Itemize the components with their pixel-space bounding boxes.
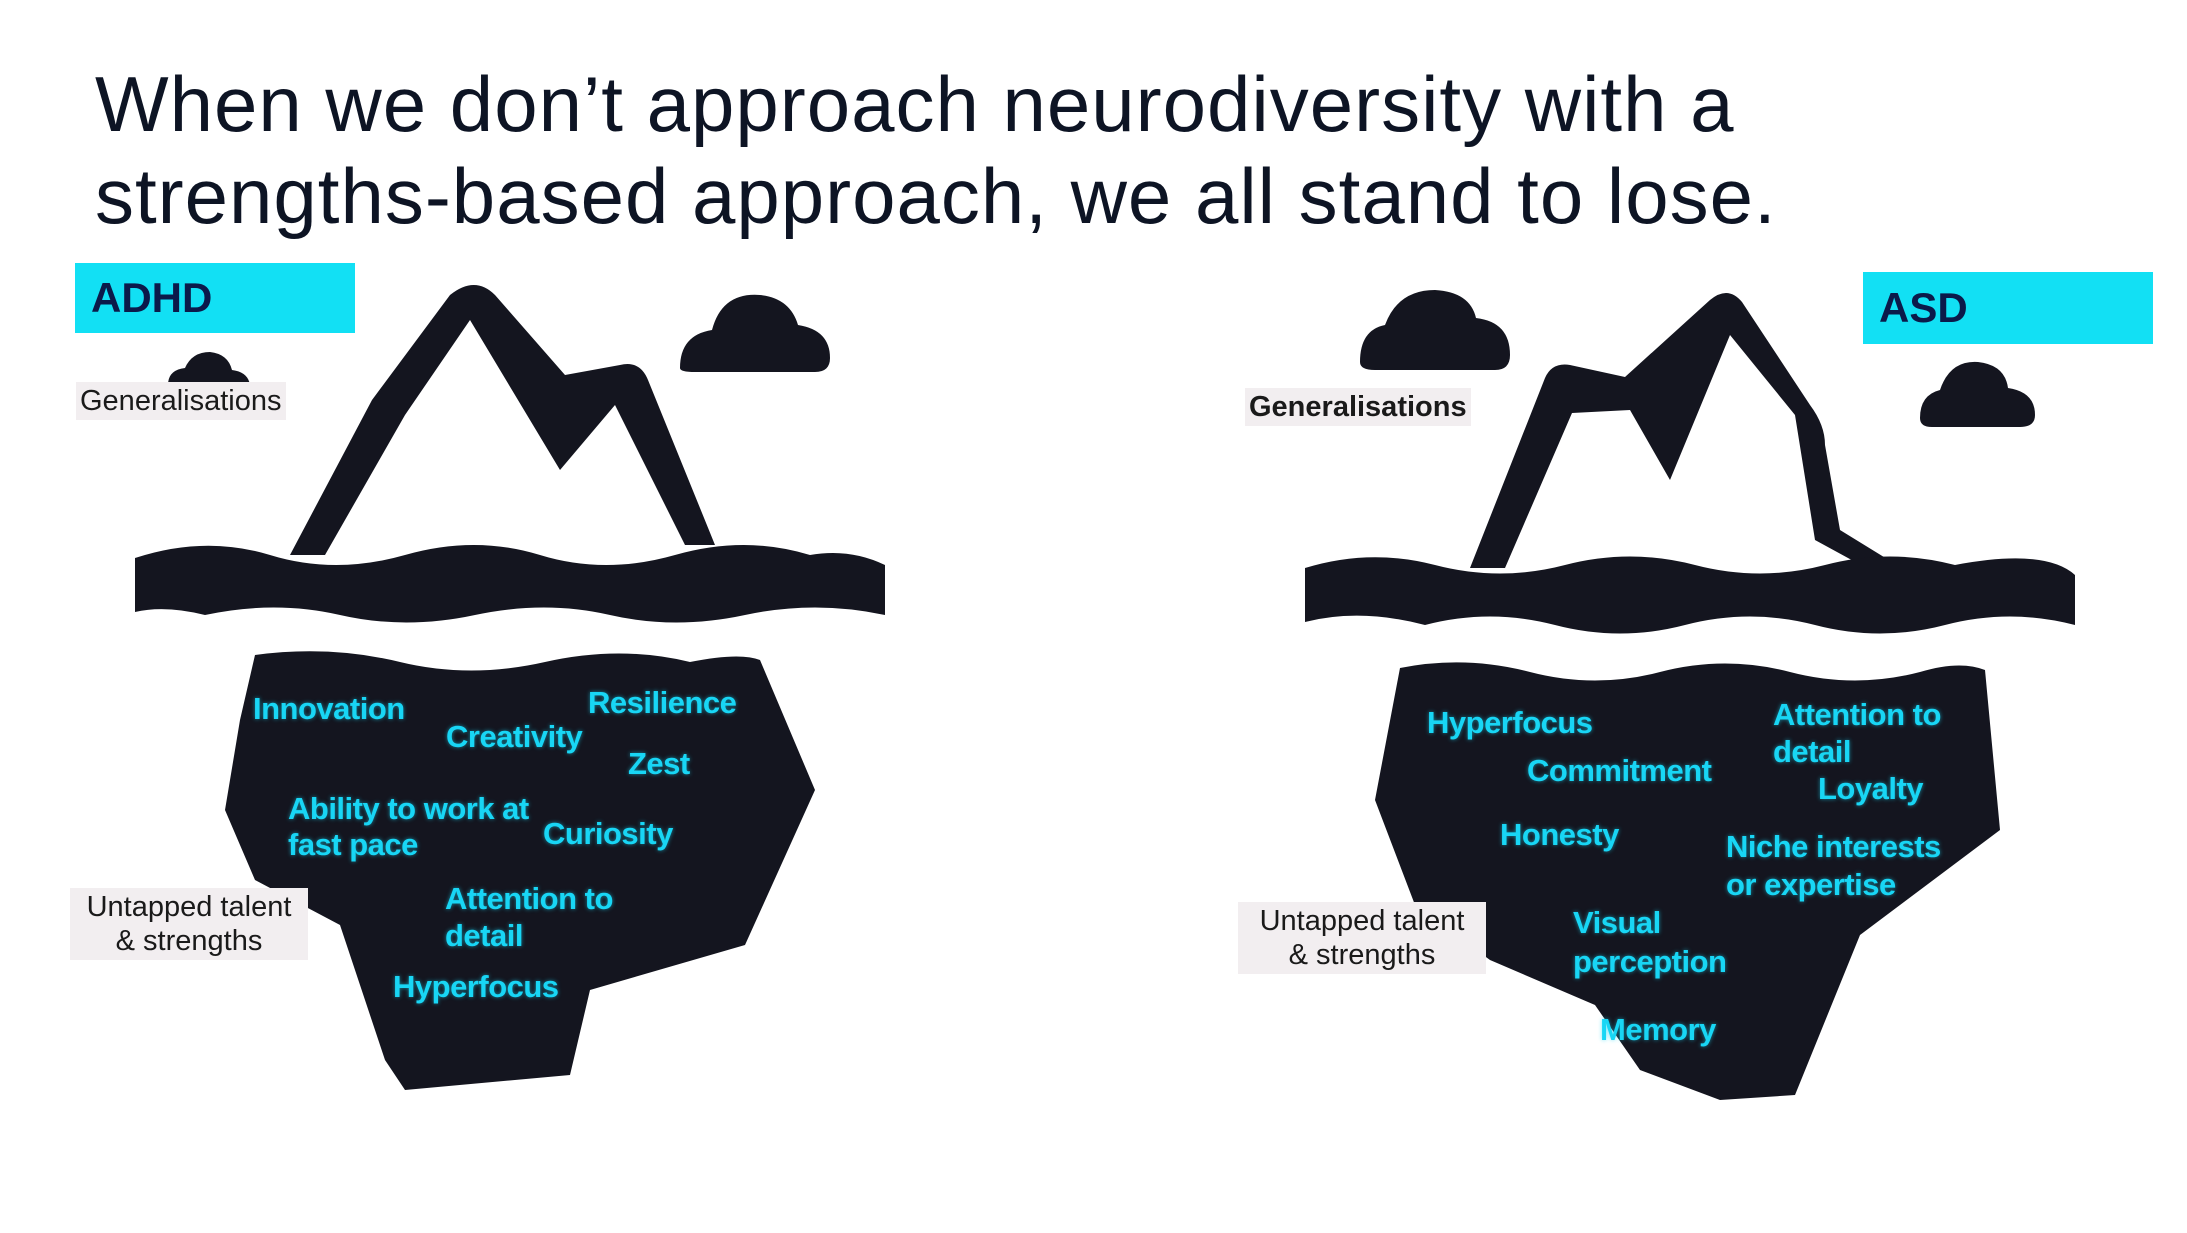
strength-honesty: Honesty bbox=[1500, 817, 1619, 852]
asd-iceberg-icon bbox=[1305, 292, 2075, 1100]
strength-zest: Zest bbox=[628, 746, 690, 781]
strength-ability-line-1: Ability to work at bbox=[288, 791, 529, 826]
strength-loyalty: Loyalty bbox=[1818, 771, 1924, 806]
untapped-line-2: & strengths bbox=[115, 925, 263, 957]
strength-commitment: Commitment bbox=[1527, 753, 1712, 788]
strength-visual-line-1: Visual bbox=[1573, 905, 1661, 940]
strength-visual-line-2: perception bbox=[1573, 944, 1727, 979]
strength-attention-line-2: detail bbox=[445, 918, 523, 953]
strength-resilience: Resilience bbox=[588, 685, 737, 720]
strength-attention-line-1: Attention to bbox=[445, 881, 613, 916]
strength-curiosity: Curiosity bbox=[543, 816, 673, 851]
asd-generalisations-label: Generalisations bbox=[1245, 388, 1471, 426]
strength-niche-line-2: or expertise bbox=[1726, 867, 1896, 902]
title-line-2: strengths-based approach, we all stand t… bbox=[95, 152, 1777, 240]
adhd-untapped-label: Untapped talent & strengths bbox=[70, 888, 308, 960]
strength-attention-line-2: detail bbox=[1773, 734, 1851, 769]
untapped-line-1: Untapped talent bbox=[1259, 905, 1465, 937]
cloud-icon bbox=[1920, 361, 2035, 427]
adhd-generalisations-label: Generalisations bbox=[76, 382, 286, 420]
strength-memory: Memory bbox=[1600, 1012, 1716, 1047]
strength-innovation: Innovation bbox=[253, 691, 405, 726]
asd-untapped-label: Untapped talent & strengths bbox=[1238, 902, 1486, 974]
strength-hyperfocus: Hyperfocus bbox=[1427, 705, 1593, 740]
asd-tag: ASD bbox=[1863, 272, 2153, 344]
adhd-iceberg-icon bbox=[135, 285, 885, 1090]
title-line-1: When we don’t approach neurodiversity wi… bbox=[95, 60, 1735, 148]
strength-hyperfocus: Hyperfocus bbox=[393, 969, 559, 1004]
adhd-tag: ADHD bbox=[75, 263, 355, 333]
strength-niche-line-1: Niche interests bbox=[1726, 829, 1941, 864]
slide-title: When we don’t approach neurodiversity wi… bbox=[95, 58, 2145, 242]
cloud-icon bbox=[1360, 290, 1510, 370]
untapped-line-1: Untapped talent bbox=[86, 891, 292, 923]
strength-ability-line-2: fast pace bbox=[288, 827, 418, 862]
strength-creativity: Creativity bbox=[446, 719, 583, 754]
strength-attention-line-1: Attention to bbox=[1773, 697, 1941, 732]
cloud-icon bbox=[680, 294, 830, 372]
untapped-line-2: & strengths bbox=[1288, 939, 1436, 971]
